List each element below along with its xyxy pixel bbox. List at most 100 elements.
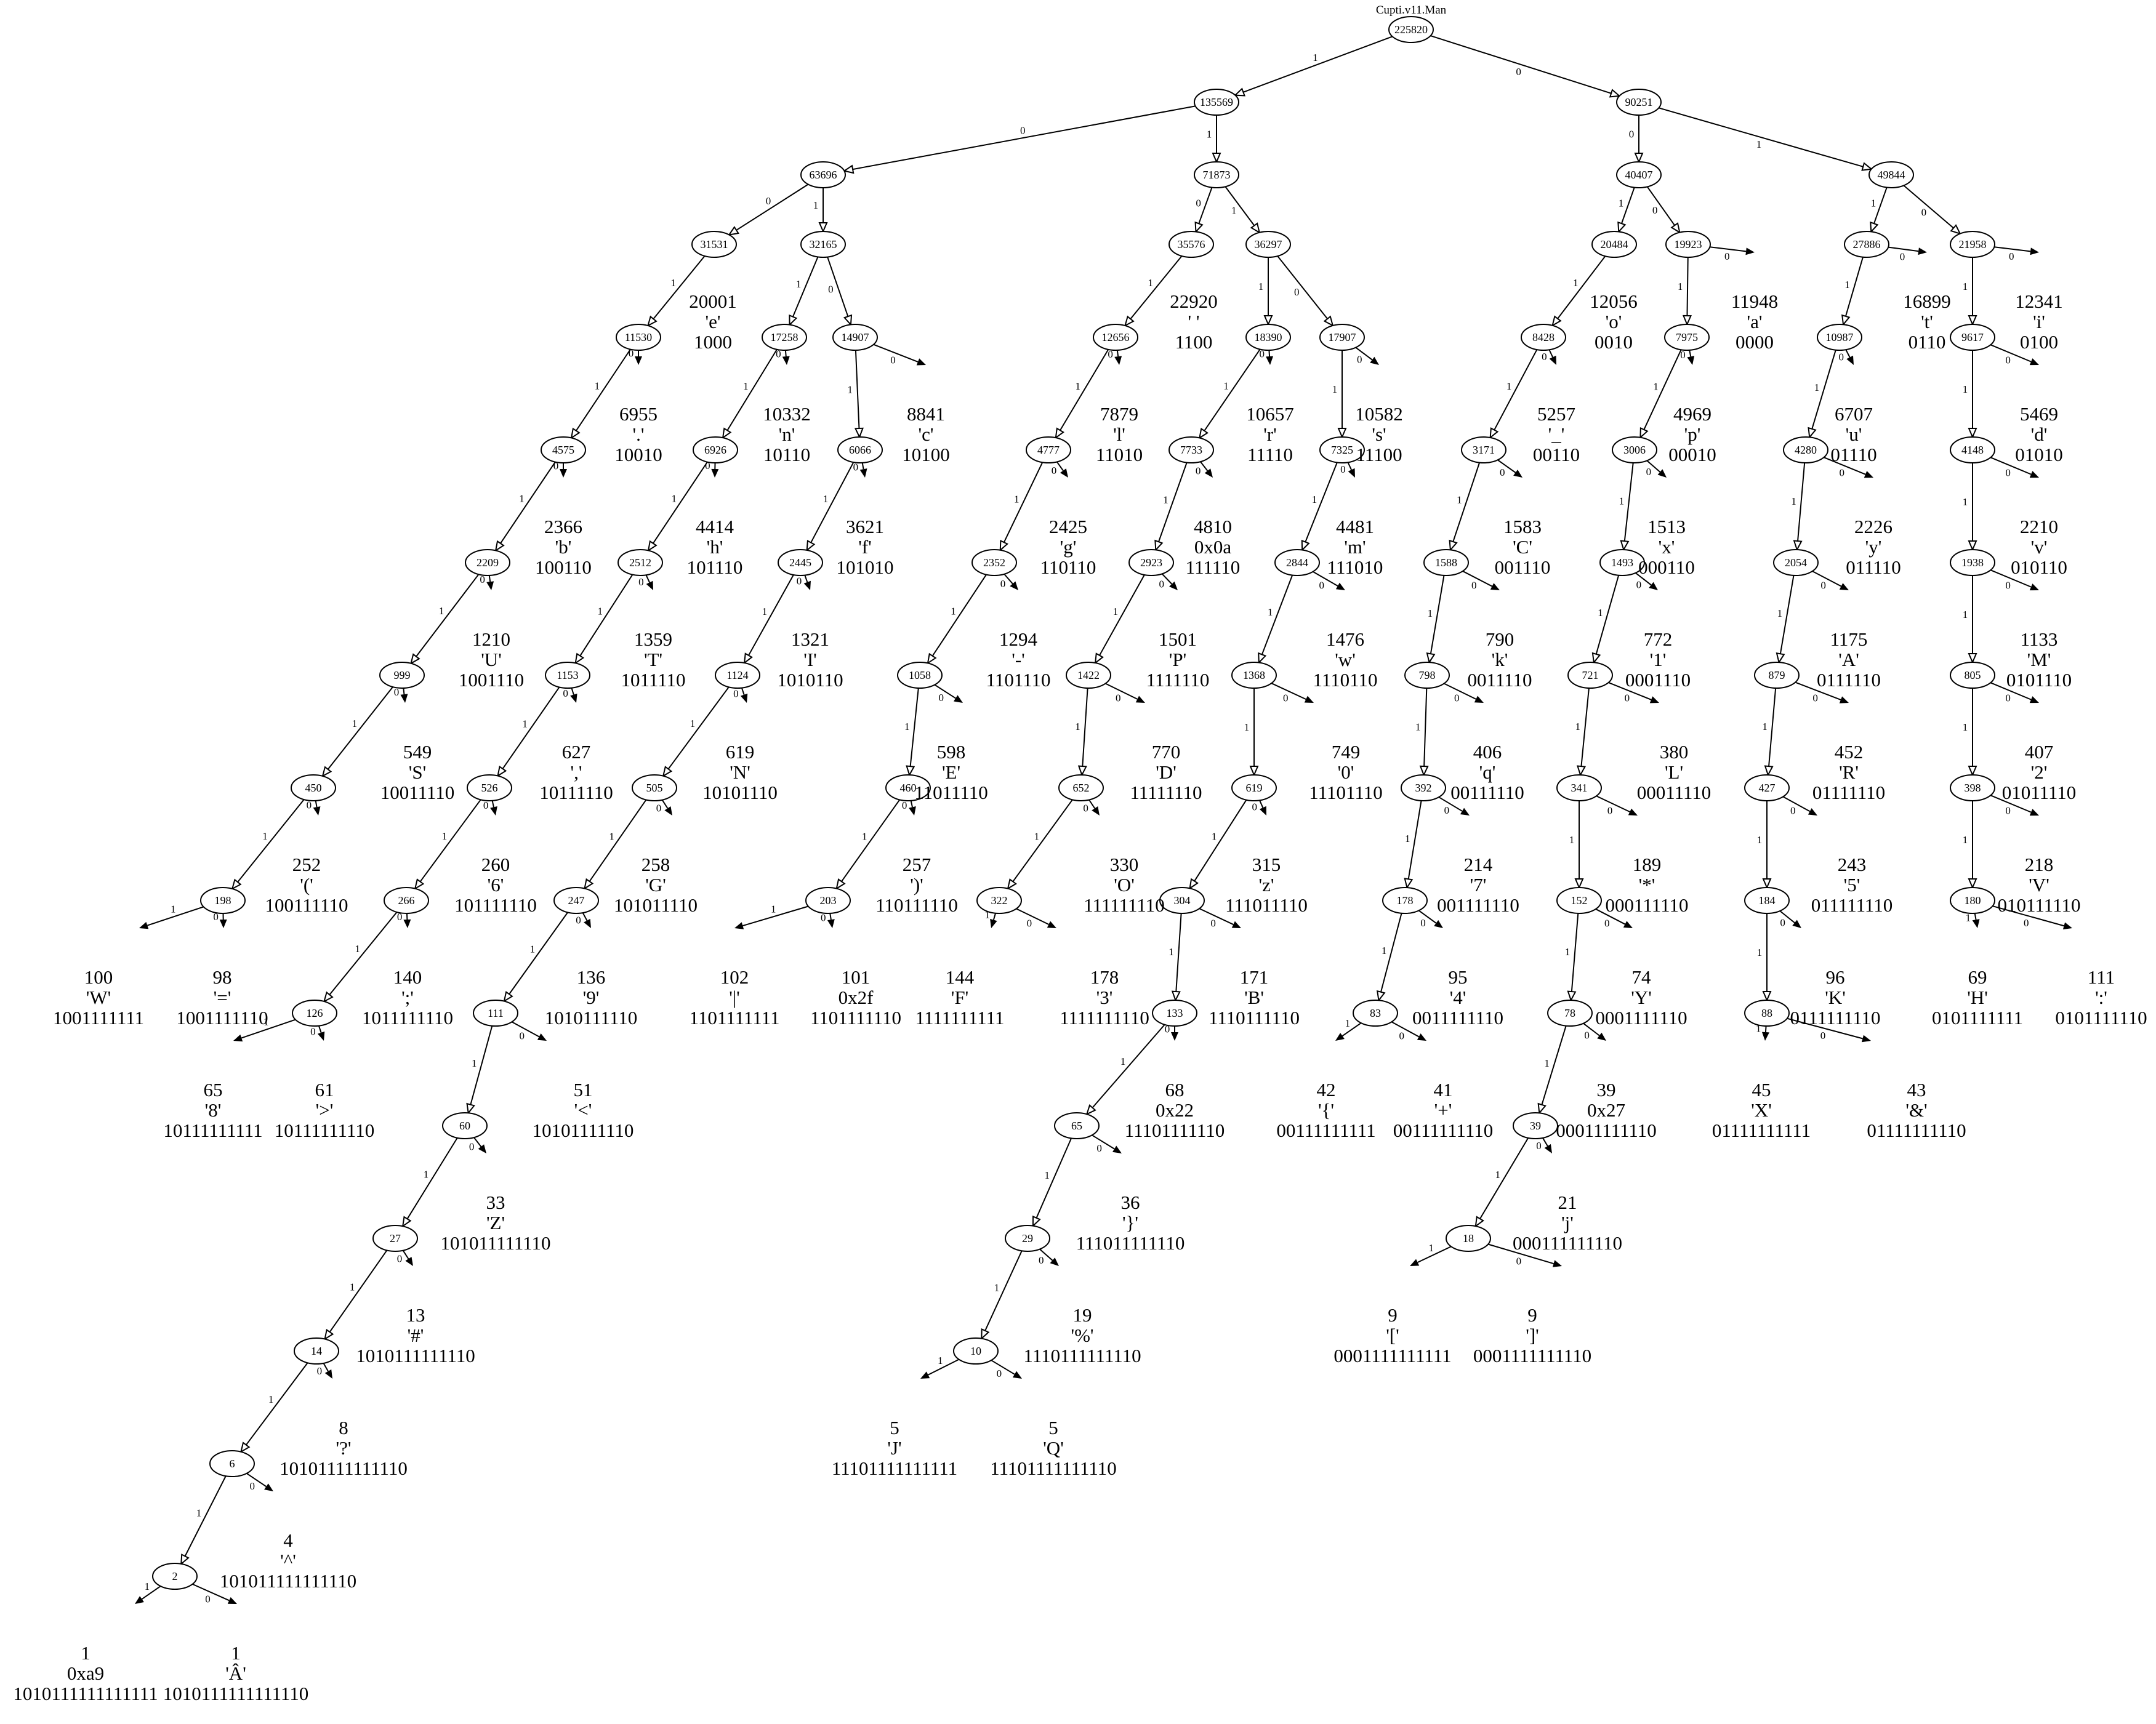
tree-edge: [1259, 800, 1264, 808]
tree-node: 27: [372, 1225, 418, 1252]
leaf-node: 65'8'10111111111: [163, 1079, 262, 1141]
leaf-count: 33: [486, 1192, 505, 1213]
edge-label: 1: [1573, 277, 1579, 289]
node-ellipse: [1194, 161, 1239, 188]
leaf-code: 00011111110: [1556, 1120, 1657, 1141]
edge-arrowhead: [1258, 652, 1267, 664]
leaf-symbol: 'A': [1838, 649, 1859, 670]
leaf-node: 315'z'111011110: [1225, 854, 1308, 916]
leaf-symbol: 'd': [2031, 423, 2048, 445]
leaf-symbol: 'P': [1169, 649, 1186, 670]
tree-node: 266: [384, 887, 429, 914]
leaf-node: 4969'p'00010: [1668, 403, 1716, 465]
leaf-code: 0001111111111: [1333, 1345, 1451, 1366]
tree-edge: [1313, 571, 1338, 587]
leaf-symbol: 'f': [858, 536, 872, 558]
node-weight: 322: [991, 894, 1008, 907]
leaf-node: 1513'x'000110: [1638, 516, 1695, 578]
tree-edge: [1873, 187, 1888, 224]
tree-edge: [1779, 910, 1795, 924]
edge-label: 1: [442, 830, 448, 842]
leaf-symbol: '7': [1470, 874, 1487, 896]
edge-label: 0: [1629, 129, 1635, 140]
leaf-node: 1294'-'1101110: [986, 628, 1050, 691]
tree-edge: [1659, 107, 1864, 167]
node-weight: 111: [488, 1007, 504, 1019]
leaf-node: 20001'e'1000: [689, 291, 737, 353]
leaf-code: 01111110: [1812, 782, 1885, 803]
leaf-count: 10332: [763, 403, 811, 425]
leaf-code: 100111110: [265, 894, 348, 916]
edge-arrowhead: [1417, 1033, 1426, 1041]
edge-arrowhead: [743, 652, 753, 665]
leaf-node: 10332'n'10110: [763, 403, 811, 465]
tree-node: 40407: [1616, 161, 1662, 188]
tree-node: 619: [1231, 774, 1277, 801]
edge-label: 0: [576, 914, 581, 926]
leaf-count: 549: [403, 741, 432, 763]
tree-edge: [1347, 462, 1352, 470]
edge-arrowhead: [466, 1102, 475, 1115]
leaf-symbol: ']': [1526, 1325, 1539, 1346]
edge-label: 1: [262, 830, 268, 842]
tree-edge: [1036, 1137, 1072, 1219]
leaf-code: 1110111110: [1209, 1007, 1300, 1028]
tree-edge: [491, 800, 494, 808]
leaf-code: 00110: [1533, 444, 1580, 465]
leaf-symbol: ' ': [1188, 311, 1200, 332]
tree-edge: [667, 686, 730, 770]
tree-node: 17258: [762, 324, 807, 351]
node-weight: 20484: [1601, 238, 1628, 251]
node-ellipse: [1058, 774, 1104, 801]
edge-label: 1: [1075, 721, 1080, 732]
leaf-node: 102'|'1101111111: [690, 966, 780, 1028]
node-weight: 652: [1073, 782, 1090, 794]
leaf-symbol: 'R': [1839, 761, 1859, 783]
tree-edge: [736, 183, 809, 231]
leaf-symbol: 'D': [1156, 761, 1177, 783]
leaf-count: 749: [1332, 741, 1361, 763]
node-weight: 3171: [1473, 444, 1495, 456]
leaf-code: 1101111110: [810, 1007, 901, 1028]
node-weight: 3006: [1623, 444, 1646, 456]
edge-label: 0: [394, 686, 400, 698]
node-ellipse: [617, 549, 663, 576]
node-weight: 71873: [1203, 169, 1231, 181]
edge-label: 0: [1839, 467, 1844, 478]
edge-arrowhead: [1870, 221, 1879, 233]
leaf-symbol: '{': [1318, 1099, 1334, 1121]
leaf-symbol: 'u': [1846, 423, 1862, 445]
edge-label: 0: [1340, 463, 1346, 475]
edge-label: 1: [519, 492, 525, 504]
leaf-code: 01010: [2015, 444, 2063, 465]
leaf-node: 136'9'1010111110: [545, 966, 637, 1028]
node-weight: 1493: [1611, 556, 1633, 569]
node-weight: 78: [1564, 1007, 1575, 1019]
leaf-symbol: 'O': [1114, 874, 1135, 896]
leaf-count: 189: [1633, 854, 1662, 875]
tree-node: 19923: [1665, 231, 1711, 258]
tree-edge: [810, 462, 855, 543]
edge-label: 0: [828, 283, 834, 295]
tree-node: 133: [1152, 1000, 1197, 1027]
tree-edge: [1430, 35, 1612, 94]
edge-label: 1: [1619, 197, 1624, 209]
node-weight: 4777: [1037, 444, 1060, 456]
edge-arrowhead: [1010, 581, 1018, 590]
tree-edge: [1646, 186, 1675, 226]
edge-arrowhead: [264, 1483, 273, 1491]
leaf-count: 5: [1048, 1417, 1058, 1438]
leaf-code: 10110: [763, 444, 810, 465]
node-weight: 2352: [983, 556, 1005, 569]
edge-label: 0: [2005, 579, 2011, 591]
tree-edge: [1204, 348, 1261, 431]
tree-node: 11530: [616, 324, 661, 351]
edge-arrowhead: [1410, 1259, 1420, 1266]
tree-edge: [488, 575, 491, 582]
tree-edge: [473, 1137, 482, 1147]
tree-edge: [1092, 1134, 1115, 1150]
leaf-node: 4481'm'111010: [1327, 516, 1383, 578]
edge-label: 1: [1966, 912, 1971, 924]
edge-arrowhead: [1266, 356, 1274, 365]
